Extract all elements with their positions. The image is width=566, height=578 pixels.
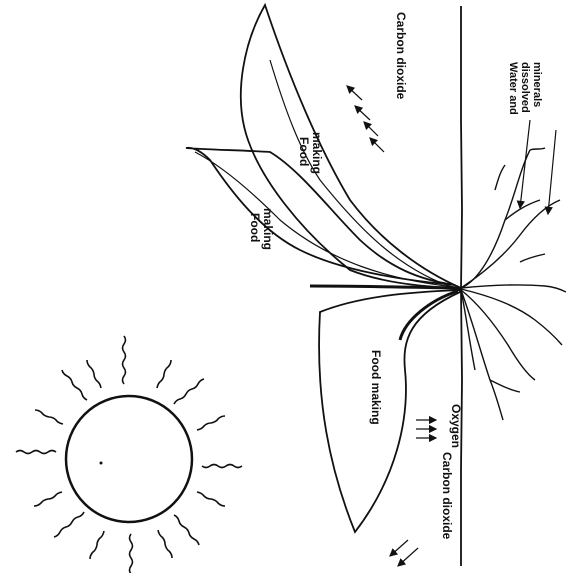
labels: Carbon dioxide Water and dissolved miner…: [248, 12, 543, 540]
co2-arrow: [370, 138, 384, 152]
sun-rays: [16, 336, 242, 573]
sun-icon: [16, 336, 242, 573]
label-oxygen: Oxygen: [449, 404, 463, 448]
label-carbon-dioxide-bottom: Carbon dioxide: [440, 452, 454, 540]
co2-arrow: [390, 540, 408, 556]
leaf-lower: [319, 290, 460, 532]
label-food-making-2a: Food: [248, 213, 262, 242]
co2-arrow: [347, 86, 362, 100]
ground-line: [461, 6, 462, 566]
co2-arrow: [355, 106, 370, 120]
co2-arrow: [364, 122, 378, 136]
label-food-making-2b: making: [261, 208, 275, 250]
label-water-line1: Water and: [507, 62, 519, 115]
label-food-making-1b: making: [310, 132, 324, 174]
co2-arrow: [398, 548, 418, 566]
water-arrow: [548, 130, 556, 214]
plant-leaves: [186, 5, 461, 532]
label-food-making-1a: Food: [297, 137, 311, 166]
label-water-line2: dissolved: [519, 62, 531, 113]
label-food-making-3: Food making: [369, 350, 383, 425]
label-carbon-dioxide-top: Carbon dioxide: [394, 12, 408, 100]
sun-speck: [100, 462, 103, 465]
water-arrow: [520, 120, 530, 208]
label-water-line3: minerals: [531, 62, 543, 107]
sun-disc: [66, 396, 192, 522]
